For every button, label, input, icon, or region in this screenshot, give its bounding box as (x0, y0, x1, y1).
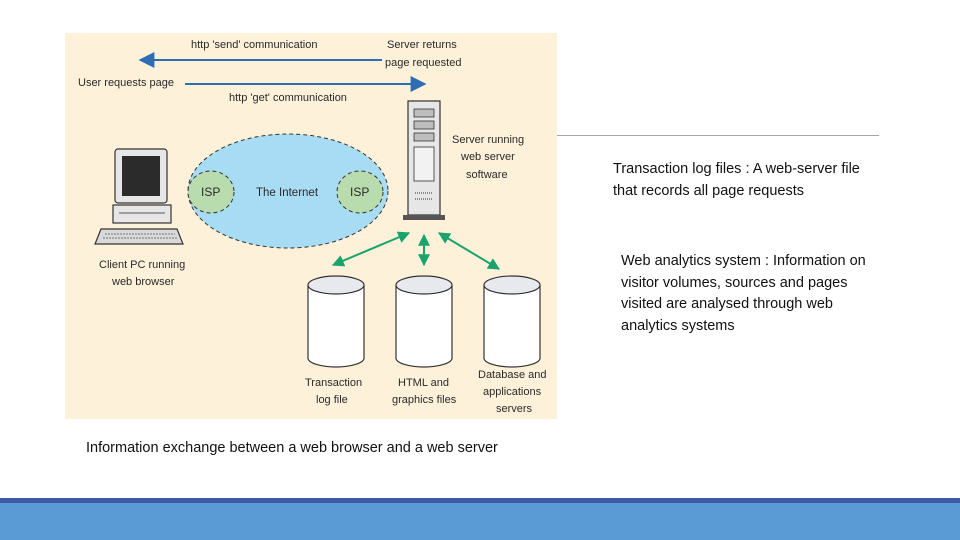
transaction-log-label-line1: Transaction (305, 377, 362, 389)
send-label: http 'send' communication (191, 39, 318, 51)
html-files-cylinder (395, 275, 453, 368)
footer-bar (0, 503, 960, 540)
server-returns-line1: Server returns (387, 39, 457, 51)
footer-accent-line (0, 498, 960, 503)
isp-left-label: ISP (201, 185, 220, 199)
internet-cloud (187, 133, 389, 249)
transaction-log-note: Transaction log files : A web-server fil… (613, 161, 860, 199)
web-analytics-note: Web analytics system : Information on vi… (621, 253, 866, 334)
user-requests-label: User requests page (78, 77, 174, 89)
database-cylinder (483, 275, 541, 368)
server-running-line1: Server running (452, 134, 524, 146)
internet-label: The Internet (256, 187, 319, 199)
client-pc-icon (94, 148, 184, 245)
connector-to-transaction-log (331, 231, 411, 267)
diagram-caption: Information exchange between a web brows… (86, 440, 498, 456)
isp-right-label: ISP (350, 185, 369, 199)
client-label-line1: Client PC running (99, 259, 185, 271)
web-exchange-diagram: http 'send' communication Server returns… (65, 33, 557, 419)
divider-line (557, 135, 879, 136)
database-label-line2: applications (483, 386, 542, 398)
html-files-label-line2: graphics files (392, 394, 457, 406)
transaction-log-label-line2: log file (316, 394, 348, 406)
connector-to-database (437, 232, 501, 270)
html-files-label-line1: HTML and (398, 377, 449, 389)
isp-left-node (187, 170, 235, 214)
isp-right-node (336, 170, 384, 214)
server-running-line3: software (466, 169, 508, 181)
database-label-line3: servers (496, 403, 533, 415)
database-label-line1: Database and (478, 369, 547, 381)
server-tower-icon (403, 100, 445, 220)
get-label: http 'get' communication (229, 92, 347, 104)
server-running-line2: web server (460, 151, 515, 163)
server-returns-line2: page requested (385, 57, 461, 69)
transaction-log-cylinder (307, 275, 365, 368)
client-label-line2: web browser (111, 276, 175, 288)
